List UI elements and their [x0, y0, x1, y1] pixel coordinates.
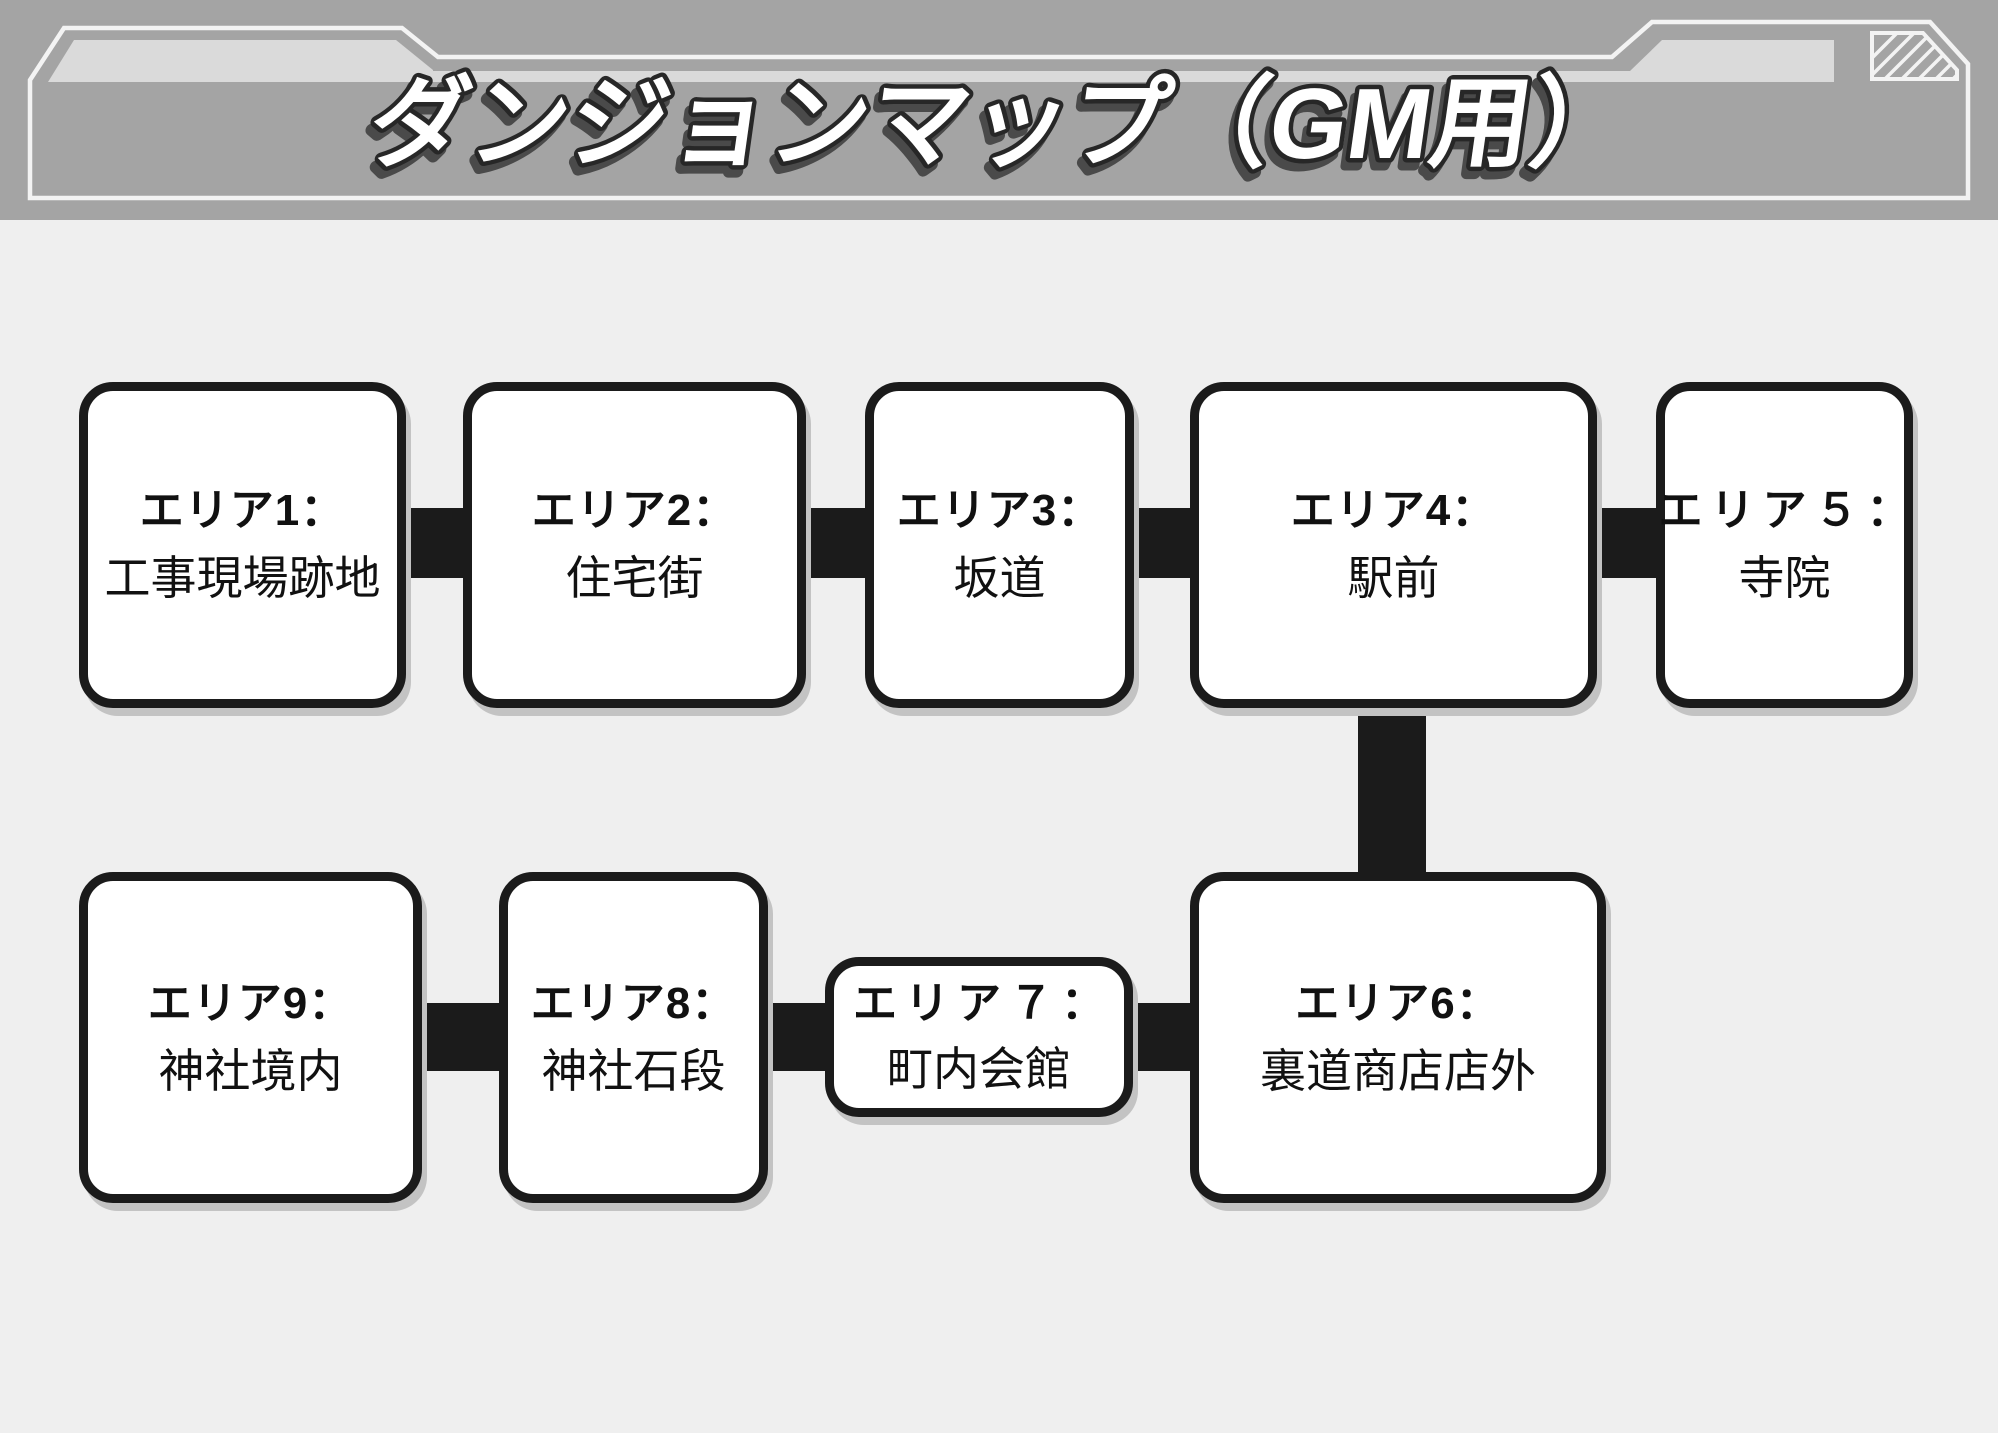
- area-3-label: エリア3：: [896, 486, 1103, 535]
- page-title: ダンジョンマップ（GM用）: [362, 68, 1639, 179]
- area-2-label: エリア2：: [531, 486, 738, 535]
- area-7-label: エリア７：: [853, 979, 1113, 1028]
- area-9-name: 神社境内: [158, 1044, 343, 1097]
- area-box-8: エリア8： 神社石段: [499, 872, 768, 1203]
- banner-left-tab: [48, 40, 433, 82]
- area-1-name: 工事現場跡地: [104, 552, 381, 604]
- area-6-name: 裏道商店店外: [1260, 1044, 1536, 1097]
- hatch-decoration-icon: [1870, 31, 1959, 81]
- area-4-name: 駅前: [1347, 552, 1440, 604]
- area-7-name: 町内会館: [887, 1043, 1071, 1095]
- area-2-name: 住宅街: [565, 552, 704, 604]
- page-title-shadow: ダンジョンマップ（GM用）: [357, 76, 1634, 187]
- area-box-9: エリア9： 神社境内: [79, 872, 422, 1203]
- connector-area9-area8: [408, 1003, 514, 1071]
- area-9-label: エリア9：: [147, 978, 354, 1028]
- banner-strip: [433, 71, 1618, 82]
- area-box-2: エリア2： 住宅街: [463, 382, 806, 708]
- area-box-5: エリア５： 寺院: [1656, 382, 1913, 708]
- area-box-3: エリア3： 坂道: [865, 382, 1134, 708]
- area-5-name: 寺院: [1738, 552, 1831, 604]
- area-1-label: エリア1：: [139, 486, 346, 535]
- area-8-name: 神社石段: [541, 1044, 726, 1097]
- banner-right-tab: [1608, 40, 1834, 82]
- area-box-7: エリア７： 町内会館: [825, 957, 1133, 1117]
- area-3-name: 坂道: [953, 552, 1046, 604]
- area-8-label: エリア8：: [530, 978, 737, 1028]
- connector-area4-area6: [1358, 690, 1426, 890]
- area-4-label: エリア4：: [1290, 486, 1497, 535]
- area-box-6: エリア6： 裏道商店店外: [1190, 872, 1606, 1203]
- banner-frame: [27, 19, 1971, 201]
- area-5-label: エリア５：: [1658, 486, 1919, 535]
- area-box-1: エリア1： 工事現場跡地: [79, 382, 406, 708]
- area-6-label: エリア6：: [1295, 978, 1501, 1028]
- banner-decoration: ダンジョンマップ（GM用） ダンジョンマップ（GM用）: [27, 19, 1971, 201]
- title-banner: ダンジョンマップ（GM用） ダンジョンマップ（GM用）: [0, 0, 1998, 220]
- area-box-4: エリア4： 駅前: [1190, 382, 1597, 708]
